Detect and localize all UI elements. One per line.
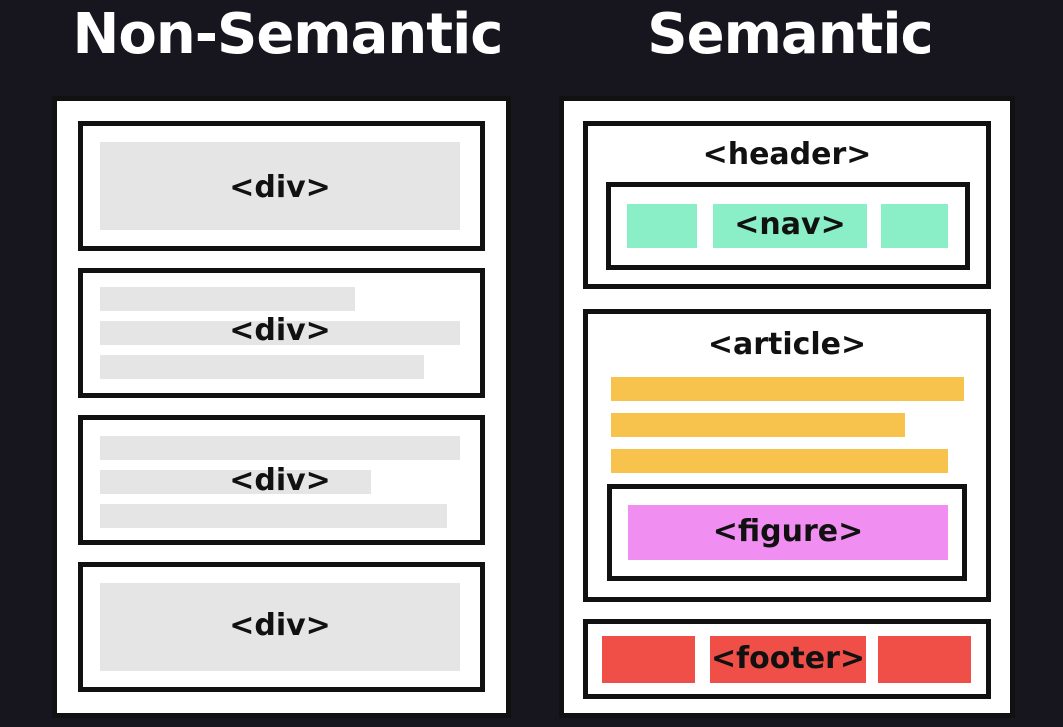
- article-label: <article>: [707, 327, 867, 362]
- div-label-1: <div>: [229, 170, 331, 205]
- placeholder-block: [100, 142, 460, 230]
- footer-item: [602, 636, 695, 683]
- placeholder-line: [100, 321, 460, 345]
- placeholder-line: [100, 287, 355, 311]
- placeholder-line: [100, 470, 371, 494]
- article-text-line: [611, 413, 905, 437]
- nav-item: [881, 204, 948, 248]
- placeholder-line: [100, 504, 447, 528]
- nav-label: <nav>: [734, 207, 846, 242]
- header-label: <header>: [702, 137, 872, 172]
- div-label-2: <div>: [229, 313, 331, 348]
- semantic-title: Semantic: [647, 2, 933, 67]
- article-text-line: [611, 449, 948, 473]
- footer-item: [878, 636, 971, 683]
- placeholder-line: [100, 355, 424, 379]
- article-text-line: [611, 377, 964, 401]
- nav-item: [713, 204, 867, 248]
- footer-label: <footer>: [710, 641, 866, 676]
- non-semantic-title: Non-Semantic: [72, 2, 504, 67]
- footer-item: [710, 636, 866, 683]
- div-label-4: <div>: [229, 608, 331, 643]
- figure-label: <figure>: [712, 514, 864, 549]
- placeholder-line: [100, 436, 460, 460]
- div-label-3: <div>: [229, 463, 331, 498]
- placeholder-block: [100, 583, 460, 671]
- nav-item: [627, 204, 697, 248]
- figure-content: [628, 505, 948, 560]
